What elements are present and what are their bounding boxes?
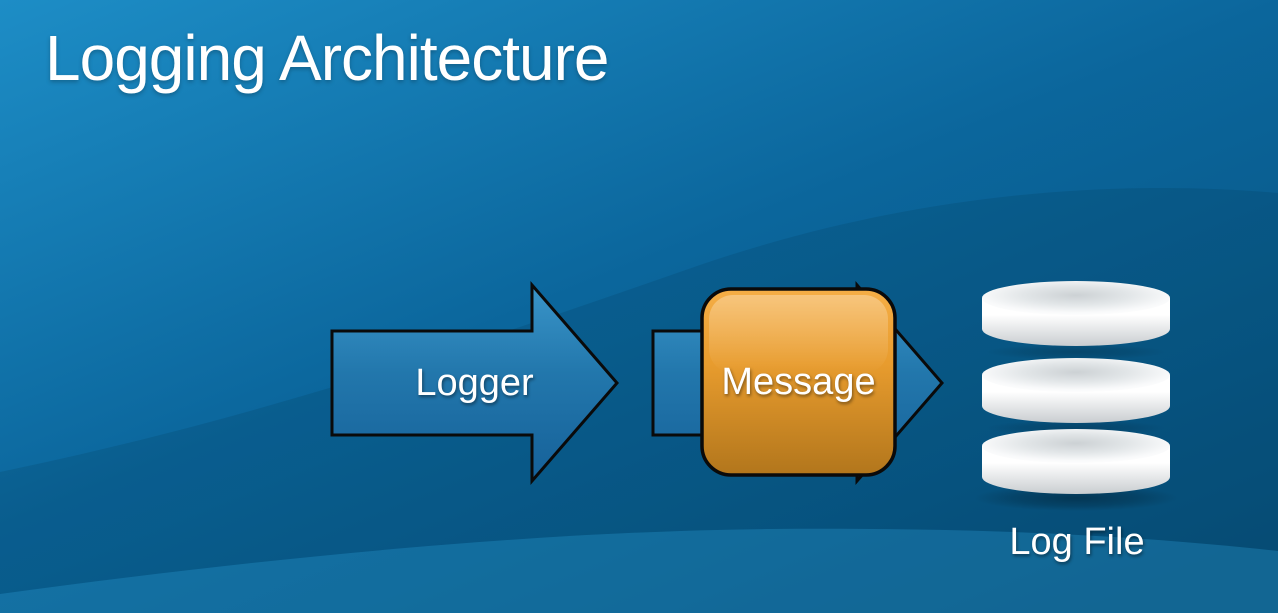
page-title: Logging Architecture: [45, 22, 609, 94]
logger-arrow-shape: [330, 280, 619, 486]
database-disk: [982, 358, 1170, 423]
disk-shadow: [974, 485, 1178, 511]
database-disk: [982, 281, 1170, 346]
disk-shadow: [986, 344, 1166, 360]
database-disk: [982, 429, 1170, 494]
message-box-highlight: [709, 295, 888, 373]
background-swirl-dark: [0, 187, 1278, 613]
background-swirl-light: [0, 528, 1278, 613]
database-icon: [974, 281, 1178, 511]
